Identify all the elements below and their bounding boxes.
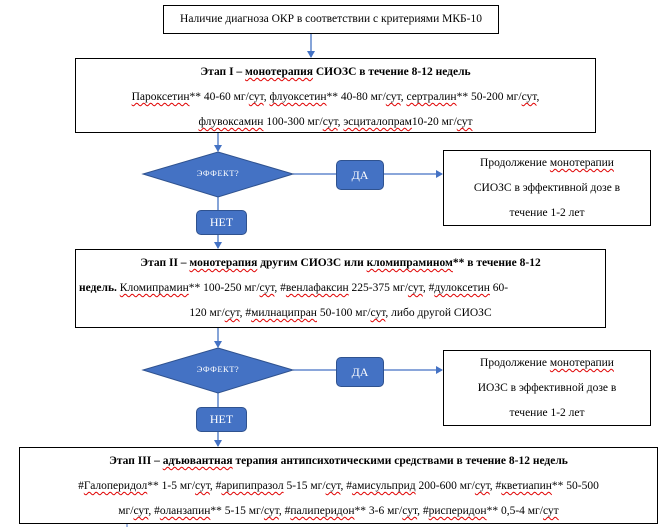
flagged-word: дулоксетин xyxy=(434,282,490,294)
stage3-drugs-line1: #Галоперидол** 1-5 мг/сут, #арипипразол … xyxy=(20,474,657,499)
text-segment: 200-600 мг/ xyxy=(415,480,475,492)
flagged-word: оланзапин xyxy=(159,505,211,517)
text-segment: 5-15 мг/ xyxy=(283,480,326,492)
text-segment: ** 3-6 мг/ xyxy=(354,505,403,517)
text-segment: , # xyxy=(239,307,252,319)
flagged-word: Галоперидол xyxy=(83,480,148,492)
flagged-word: сут xyxy=(263,505,279,517)
flagged-word: адъювантная xyxy=(162,455,233,467)
decision1-diamond xyxy=(141,151,295,198)
text-segment: ** 5-15 мг/ xyxy=(210,505,264,517)
text-segment: ** 40-60 мг/ xyxy=(189,91,249,103)
text-segment: , либо другой СИОЗС xyxy=(385,307,492,319)
text-segment: 10-20 мг/ xyxy=(411,116,457,128)
stage1-drugs-line1: Пароксетин** 40-60 мг/сут, флуоксетин** … xyxy=(76,85,595,110)
text-segment: ** 50-500 xyxy=(551,480,599,492)
text-segment: ** 40-80 мг/ xyxy=(326,91,386,103)
text-segment: 225-375 мг/ xyxy=(348,282,408,294)
text-segment: ** 50-200 мг/ xyxy=(456,91,522,103)
diagnosis-box: Наличие диагноза ОКР в соответствии с кр… xyxy=(163,5,499,34)
flagged-word: сертралин xyxy=(406,91,457,103)
decision1-yes-box: ДА xyxy=(336,160,384,190)
text-segment: 120 мг/ xyxy=(189,307,225,319)
text-segment: , # xyxy=(209,480,222,492)
flagged-word: сут xyxy=(325,480,341,492)
flagged-word: сут xyxy=(248,91,264,103)
flagged-word: сут xyxy=(542,505,559,517)
flagged-word: милнаципран xyxy=(251,307,317,319)
text-segment: Этап II – xyxy=(140,257,190,269)
stage1-box: Этап I – монотерапия СИОЗС в течение 8-1… xyxy=(75,58,596,133)
text-segment: , # xyxy=(148,505,160,517)
flagged-word: монотерапия xyxy=(189,257,258,269)
text-segment: терапия антипсихотическими средствами в … xyxy=(232,455,568,467)
flagged-word: сут xyxy=(322,116,338,128)
text-segment: 50-100 мг/ xyxy=(316,307,371,319)
stage2-drugs-line1: недель. Кломипрамин** 100-250 мг/сут, #в… xyxy=(76,276,605,301)
result2-box: Продолжение монотерапии ИОЗС в эффективн… xyxy=(443,350,651,426)
flagged-word: сут xyxy=(385,91,401,103)
flagged-word: сут xyxy=(456,116,473,128)
flagged-word: сут xyxy=(407,282,423,294)
decision2-yes-box: ДА xyxy=(336,357,384,387)
stage3-box: Этап III – адъювантная терапия антипсихо… xyxy=(19,447,658,524)
text-segment: , xyxy=(337,116,344,128)
decision2-label: ЭФФЕКТ? xyxy=(196,364,240,374)
flagged-word: сут xyxy=(402,505,418,517)
flagged-word: эсциталопрам xyxy=(343,116,412,128)
decision1-no-box: НЕТ xyxy=(196,210,247,235)
flagged-word: кветиапин xyxy=(501,480,552,492)
flagged-word: сут xyxy=(259,282,275,294)
text-segment: , # xyxy=(489,480,502,492)
text-segment: ** 0,5-4 мг/ xyxy=(486,505,543,517)
decision2-no-box: НЕТ xyxy=(196,407,247,432)
stage3-title-line: Этап III – адъювантная терапия антипсихо… xyxy=(20,449,657,474)
text-segment: , xyxy=(536,91,540,103)
text-segment: , # xyxy=(417,505,429,517)
decision1-label: ЭФФЕКТ? xyxy=(196,168,240,178)
flagged-word: флувоксамин xyxy=(198,116,264,128)
text-segment: , # xyxy=(422,282,435,294)
text-segment: , xyxy=(400,91,407,103)
text-segment: Этап III – xyxy=(109,455,163,467)
text-segment: ** в течение 8-12 xyxy=(452,257,541,269)
stage2-title-line: Этап II – монотерапия другим СИОЗС или к… xyxy=(76,251,605,276)
text-segment: , xyxy=(263,91,270,103)
flagged-word: рисперидон xyxy=(428,505,487,517)
flagged-word: амисульприд xyxy=(351,480,416,492)
text-segment: , # xyxy=(340,480,352,492)
flagged-word: сут xyxy=(521,91,537,103)
stage1-title: Этап I – монотерапия СИОЗС в течение 8-1… xyxy=(200,66,471,78)
diagnosis-text: Наличие диагноза ОКР в соответствии с кр… xyxy=(180,13,482,25)
stage2-box: Этап II – монотерапия другим СИОЗС или к… xyxy=(75,249,606,328)
text-segment: , # xyxy=(274,282,286,294)
text-segment: 60- xyxy=(489,282,509,294)
text-segment: # xyxy=(78,480,84,492)
text-segment: другим СИОЗС или xyxy=(257,257,367,269)
text-segment: , # xyxy=(278,505,291,517)
flagged-word: арипипразол xyxy=(221,480,284,492)
text-segment: 100-300 мг/ xyxy=(263,116,323,128)
flagged-word: сут xyxy=(133,505,149,517)
text-segment: недель. xyxy=(79,282,117,294)
flagged-word: Пароксетин xyxy=(131,91,190,103)
flagged-word: сут xyxy=(195,480,210,492)
flagged-word: флуоксетин xyxy=(269,91,327,103)
flagged-word: сут xyxy=(224,307,240,319)
text-segment: ** 100-250 мг/ xyxy=(188,282,260,294)
flagged-word: кломипрамином xyxy=(366,257,453,269)
decision2-diamond xyxy=(141,347,295,394)
stage1-drugs-line2: флувоксамин 100-300 мг/сут, эсциталопрам… xyxy=(76,110,595,135)
flagged-word: сут xyxy=(474,480,490,492)
flagged-word: сут xyxy=(370,307,386,319)
stage3-drugs-line2: мг/сут, #оланзапин** 5-15 мг/сут, #палип… xyxy=(20,499,657,524)
flagged-word: венлафаксин xyxy=(285,282,349,294)
result1-box: Продолжение монотерапии СИОЗС в эффектив… xyxy=(443,150,651,226)
text-segment: мг/ xyxy=(118,505,134,517)
stage2-drugs-line2: 120 мг/сут, #милнаципран 50-100 мг/сут, … xyxy=(76,301,605,326)
flagged-word: Кломипрамин xyxy=(119,282,189,294)
text-segment: ** 1-5 мг/ xyxy=(147,480,196,492)
flagged-word: палиперидон xyxy=(290,505,355,517)
